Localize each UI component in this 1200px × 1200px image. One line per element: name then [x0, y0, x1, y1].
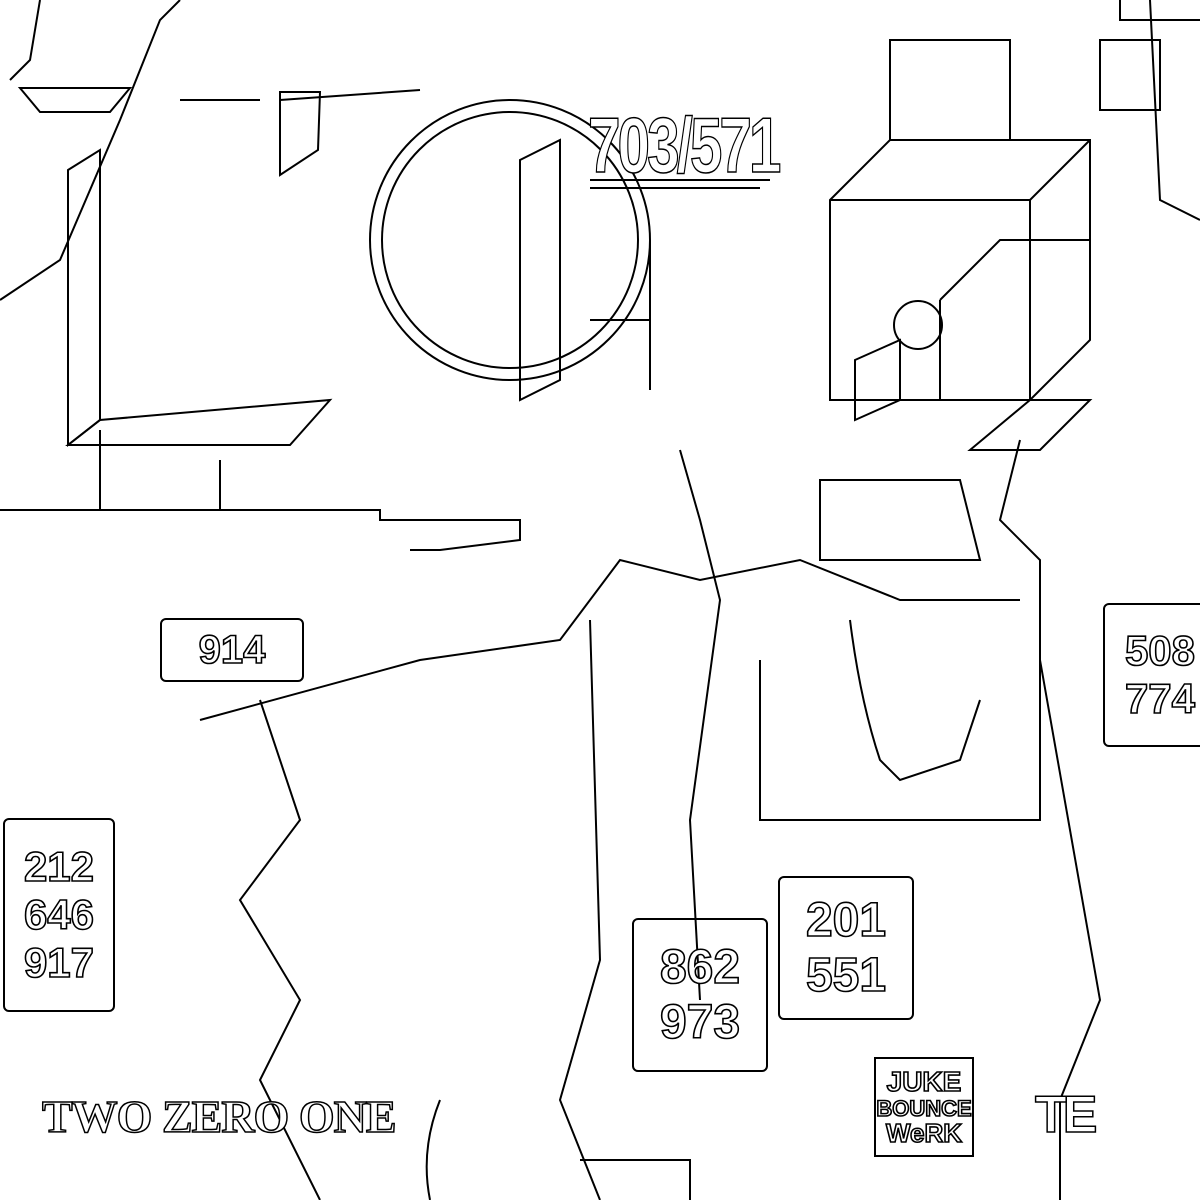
sign-line: 774 — [1124, 674, 1196, 723]
sign-line: 862 — [659, 940, 741, 995]
sign-line: 914 — [198, 627, 266, 673]
sign-line: 508 — [1124, 626, 1196, 675]
logo-line: BOUNCE — [876, 1095, 973, 1121]
sign-508: 508 774 — [1103, 603, 1200, 747]
logo-line: JUKE — [886, 1066, 962, 1098]
top-number: 703/571 — [587, 100, 782, 190]
sign-line: 212 — [23, 842, 95, 891]
sign-line: 973 — [659, 995, 741, 1050]
album-title: TWO ZERO ONE — [41, 1090, 397, 1143]
juke-bounce-werk-logo: JUKE BOUNCE WeRK — [874, 1057, 974, 1157]
sign-914: 914 — [160, 618, 304, 682]
sign-line: 917 — [23, 938, 95, 987]
sign-862: 862 973 — [632, 918, 768, 1072]
sign-line: 646 — [23, 890, 95, 939]
corner-logo: TE — [1034, 1085, 1098, 1145]
sign-201: 201 551 — [778, 876, 914, 1020]
logo-line: WeRK — [885, 1117, 963, 1148]
sign-line: 201 — [805, 893, 887, 948]
sign-212: 212 646 917 — [3, 818, 115, 1012]
sign-line: 551 — [805, 948, 887, 1003]
